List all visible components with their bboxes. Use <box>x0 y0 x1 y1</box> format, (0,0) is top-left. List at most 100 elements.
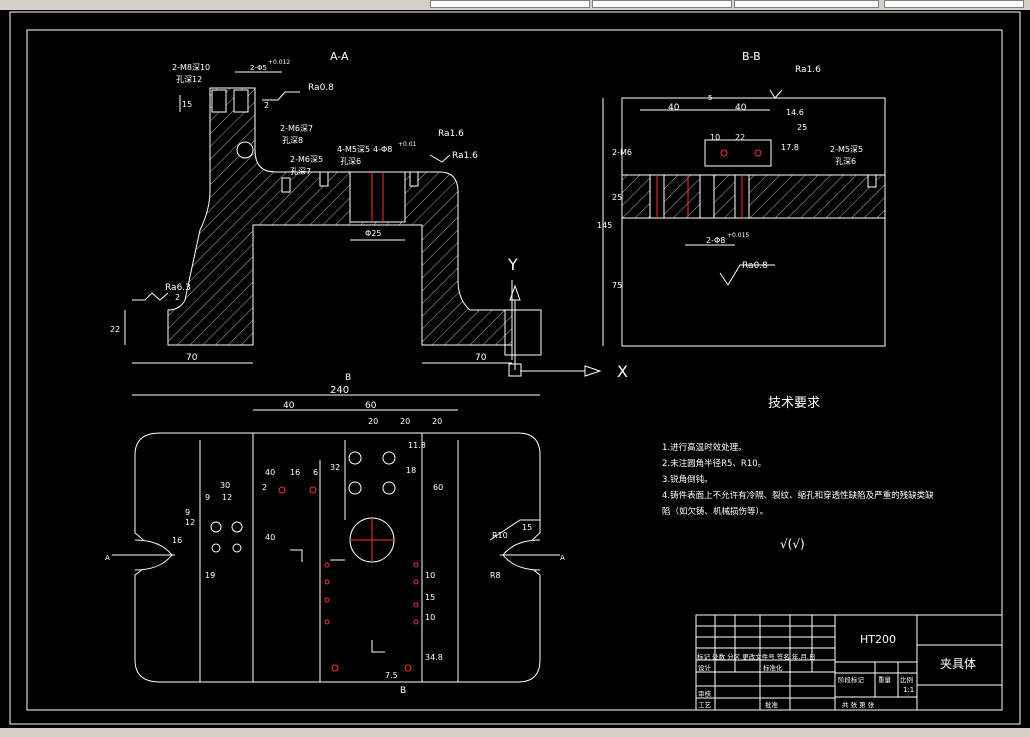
axis-y-label: Y <box>507 255 518 274</box>
title-block: HT200 夹具体 1:1 标记 处数 分区 更改文件号 签名 年.月.日 设计… <box>695 614 1003 711</box>
plan-label-30: 30 <box>220 481 230 490</box>
plan-label-15: 15 <box>425 593 435 602</box>
bb-hole-b <box>754 149 762 157</box>
aa-label-phi5: 2-Φ5 <box>250 64 267 72</box>
tb-material: HT200 <box>860 633 896 646</box>
section-aa-view: A-A Y X 2-M8深10 孔深12 15 2-Φ5 + <box>110 50 628 381</box>
drawing-canvas[interactable]: A-A Y X 2-M8深10 孔深12 15 2-Φ5 + <box>0 10 1030 728</box>
plan-label-16v: 16 <box>172 536 182 545</box>
tb-stage: 阶段标记 <box>838 675 865 684</box>
plan-label-20c: 20 <box>432 417 442 426</box>
aa-label-d2: 2 <box>175 293 180 302</box>
aa-right-fixture <box>504 309 542 356</box>
bb-label-14-6: 14.6 <box>786 108 804 117</box>
outer-border <box>9 11 1021 725</box>
axis-x-arrow <box>584 365 602 377</box>
plan-view: B B A A <box>105 373 565 696</box>
aa-label-phi8: 4-Φ8 <box>373 145 392 154</box>
aa-label-ra08: Ra0.8 <box>308 83 334 93</box>
bb-label-ra16: Ra1.6 <box>795 65 821 75</box>
aa-m8-hole-left <box>211 89 227 113</box>
plan-label-11-8: 11.8 <box>408 441 426 450</box>
bb-label-25v: 25 <box>612 193 622 202</box>
status-bar <box>0 728 1030 737</box>
tb-review: 审核 <box>698 689 712 698</box>
plan-label-12: 12 <box>222 493 232 502</box>
bb-label-25: 25 <box>797 123 807 132</box>
plan-label-60v: 60 <box>433 483 443 492</box>
plan-hole-1 <box>348 451 362 465</box>
aa-label-phi8-tol: +0.01 <box>398 141 417 148</box>
plan-label-20b: 20 <box>400 417 410 426</box>
tech-item: 4.铸件表面上不允许有冷隔、裂纹、缩孔和穿透性缺陷及严重的残缺类缺 <box>662 490 934 501</box>
plan-label-240: 240 <box>330 385 349 396</box>
tb-scale: 1:1 <box>903 686 914 694</box>
bb-label-75: 75 <box>612 281 622 290</box>
aa-label-m5: 4-M5深5 <box>337 145 370 154</box>
aa-label-ra16-a: Ra1.6 <box>438 129 464 139</box>
bb-label-m5: 2-M5深5 <box>830 145 863 154</box>
tech-requirements: 技术要求 1.进行高温时效处理。2.未注圆角半径R5、R10。3.锐角倒钝。4.… <box>662 396 934 551</box>
aa-label-22: 22 <box>110 325 120 334</box>
plan-hole-4 <box>382 481 396 495</box>
bb-outline <box>621 97 886 347</box>
plan-label-20a: 20 <box>368 417 378 426</box>
aa-label-70-left: 70 <box>186 353 198 363</box>
tb-standard: 标准化 <box>763 663 783 672</box>
plan-b-mark-bottom: B <box>400 686 406 696</box>
plan-label-16: 16 <box>290 468 300 477</box>
tb-row1: 标记 处数 分区 更改文件号 签名 年.月.日 <box>697 652 815 661</box>
axis-x-label: X <box>617 362 628 381</box>
bb-m5-hole <box>867 174 877 188</box>
plan-outline <box>134 432 541 683</box>
aa-label-m6-2: 2-M6深5 <box>290 155 323 164</box>
aa-label-hole8: 孔深8 <box>282 136 303 145</box>
tech-title: 技术要求 <box>768 396 820 411</box>
aa-label-m6-1: 2-M6深7 <box>280 124 313 133</box>
aa-m8-hole-right <box>233 89 249 113</box>
plan-label-r8: R8 <box>490 571 501 580</box>
aa-label-hole6: 孔深6 <box>340 157 361 166</box>
tech-roughness-symbol: √(√) <box>780 537 805 551</box>
bb-label-40a: 40 <box>668 103 680 113</box>
plan-label-40v1: 40 <box>265 468 275 477</box>
bb-label-145: 145 <box>597 221 612 230</box>
ucs-origin-box <box>508 363 522 377</box>
plan-label-15r: 15 <box>522 523 532 532</box>
aa-label-15: 15 <box>182 100 192 109</box>
bb-slot <box>704 139 772 167</box>
tech-items: 1.进行高温时效处理。2.未注圆角半径R5、R10。3.锐角倒钝。4.铸件表面上… <box>662 442 934 517</box>
aa-label-hole7: 孔深7 <box>290 167 311 176</box>
aa-label-phi5-tol: +0.012 <box>268 59 290 66</box>
section-bb-title: B-B <box>742 50 761 63</box>
bb-label-10: 10 <box>710 133 720 142</box>
tb-weight: 重量 <box>878 676 892 684</box>
aa-part-hatched-body <box>167 87 513 346</box>
plan-label-7-5: 7.5 <box>385 671 398 680</box>
plan-label-40v2: 40 <box>265 533 275 542</box>
bb-label-phi8-tol: +0.015 <box>727 232 749 239</box>
bb-label-hole6: 孔深6 <box>835 157 856 166</box>
plotstyle-dropdown[interactable] <box>884 0 1024 8</box>
aa-label-ra63: Ra6.3 <box>165 283 191 293</box>
bb-phi8-hole-1 <box>699 174 715 219</box>
lineweight-dropdown[interactable] <box>734 0 879 8</box>
plan-label-r10: R10 <box>492 531 508 540</box>
tb-approve: 批准 <box>765 700 779 709</box>
plan-label-34-8: 34.8 <box>425 653 443 662</box>
aa-label-ra16-b: Ra1.6 <box>452 151 478 161</box>
plan-label-19: 19 <box>205 571 215 580</box>
bb-hole-a <box>720 149 728 157</box>
bb-label-40b: 40 <box>735 103 747 113</box>
bb-label-22: 22 <box>735 133 745 142</box>
aa-label-2: 2 <box>264 101 269 110</box>
plan-b-mark-top: B <box>345 373 351 383</box>
linetype-dropdown[interactable] <box>592 0 732 8</box>
tech-item: 1.进行高温时效处理。 <box>662 442 747 453</box>
tb-part-name: 夹具体 <box>940 657 976 671</box>
bb-label-ra08: Ra0.8 <box>742 261 768 271</box>
bb-label-m6: 2-M6 <box>612 148 632 157</box>
plan-label-9: 9 <box>205 493 210 502</box>
layer-dropdown[interactable] <box>430 0 590 8</box>
plan-label-10a: 10 <box>425 571 435 580</box>
